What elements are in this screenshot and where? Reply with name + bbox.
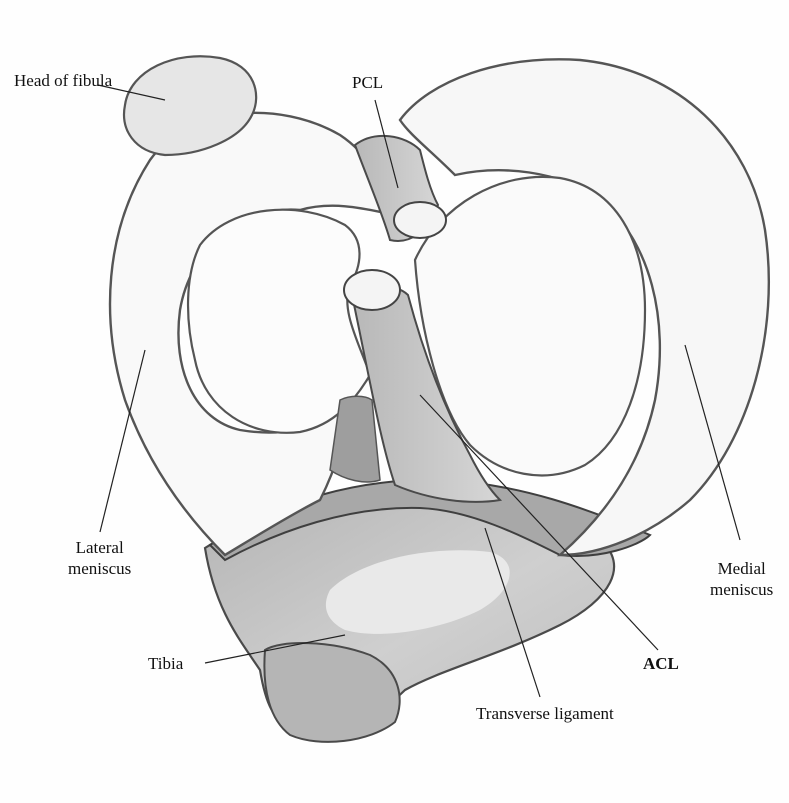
label-lateral-meniscus-line-2: meniscus: [68, 558, 131, 579]
label-acl: ACL: [643, 653, 679, 674]
label-transverse-ligament: Transverse ligament: [476, 703, 614, 724]
label-medial-meniscus-line-1: Medial: [710, 558, 773, 579]
label-tibia: Tibia: [148, 653, 183, 674]
label-medial-meniscus: Medial meniscus: [710, 558, 773, 601]
pcl-cut-end: [394, 202, 446, 238]
label-head-of-fibula: Head of fibula: [14, 70, 112, 91]
label-medial-meniscus-line-2: meniscus: [710, 579, 773, 600]
label-pcl: PCL: [352, 72, 383, 93]
acl-cut-end: [344, 270, 400, 310]
label-lateral-meniscus: Lateral meniscus: [68, 537, 131, 580]
label-lateral-meniscus-line-1: Lateral: [68, 537, 131, 558]
